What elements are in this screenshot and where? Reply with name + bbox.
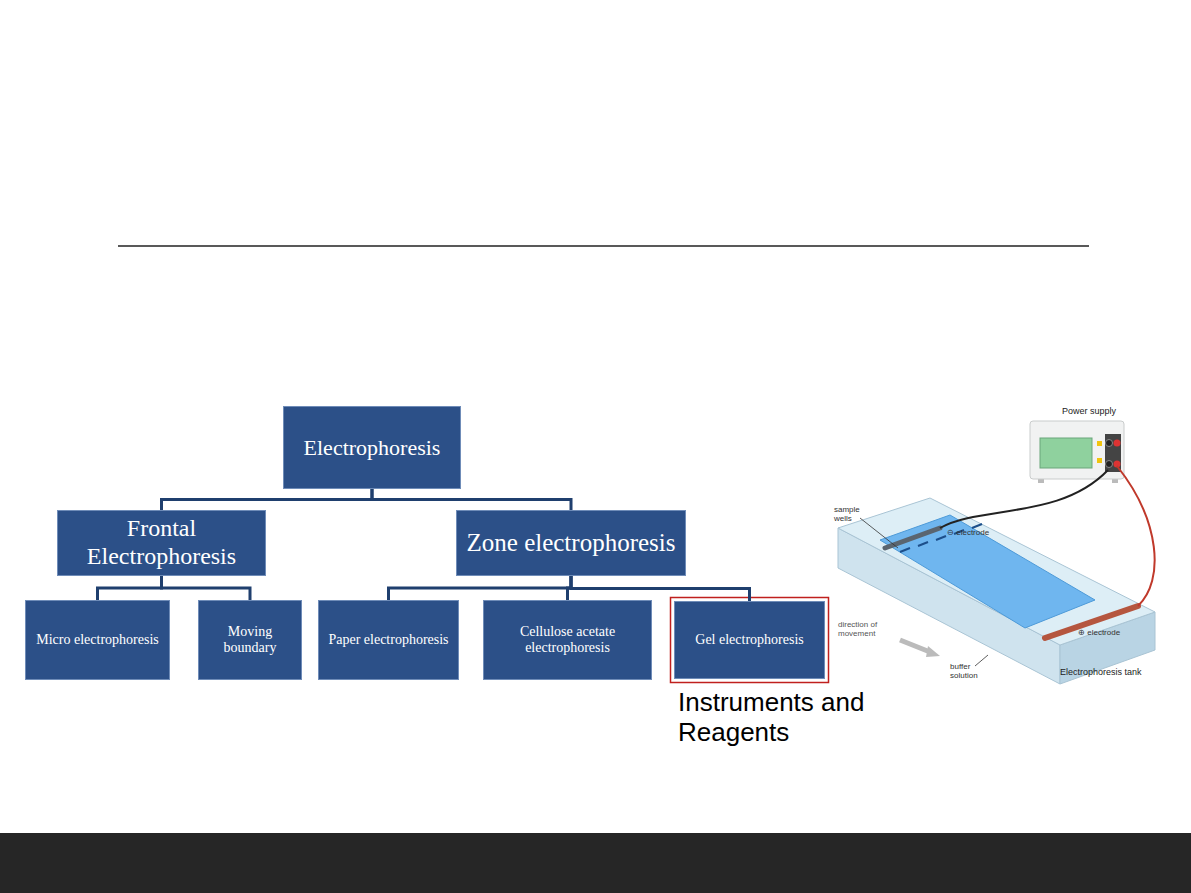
box-text: Moving boundary <box>203 624 297 656</box>
category-box: Frontal Electrophoresis <box>57 510 266 576</box>
method-box: Gel electrophoresis <box>674 601 825 679</box>
box-text: Zone electrophoresis <box>467 529 676 558</box>
method-box: Moving boundary <box>198 600 302 680</box>
category-box: Zone electrophoresis <box>456 510 686 576</box>
tree-connector <box>98 576 162 600</box>
power-supply <box>1030 421 1124 483</box>
footer-band <box>0 833 1191 893</box>
box-text: Electrophoresis <box>304 435 441 460</box>
part-label: ⊕ electrode <box>1078 628 1120 637</box>
method-box: Cellulose acetate electrophoresis <box>483 600 652 680</box>
tree-connector <box>389 576 572 600</box>
root-box: Electrophoresis <box>283 406 461 489</box>
method-box: Paper electrophoresis <box>318 600 459 680</box>
method-box: Micro electrophoresis <box>25 600 170 680</box>
tree-connector <box>162 489 373 510</box>
box-text: Gel electrophoresis <box>695 632 803 648</box>
section-heading: Instruments and Reagents <box>678 688 908 748</box>
part-label: Electrophoresis tank <box>1060 667 1142 677</box>
part-label: sample wells <box>834 505 866 523</box>
tree-connector <box>571 576 750 601</box>
box-text: Frontal Electrophoresis <box>62 515 261 570</box>
box-text: Paper electrophoresis <box>328 632 448 648</box>
tree-connector <box>162 576 251 600</box>
tree-connector <box>372 489 571 510</box>
part-label: buffer solution <box>950 662 990 680</box>
electrophoresis-tank <box>838 466 1155 684</box>
highlight-outline <box>671 598 829 683</box>
box-text: Cellulose acetate electrophoresis <box>488 624 647 656</box>
rule-line <box>118 245 1089 247</box>
part-label: direction of movement <box>838 620 898 638</box>
part-label: ⊖ electrode <box>947 528 989 537</box>
part-label: Power supply <box>1062 406 1116 416</box>
box-text: Micro electrophoresis <box>36 632 158 648</box>
